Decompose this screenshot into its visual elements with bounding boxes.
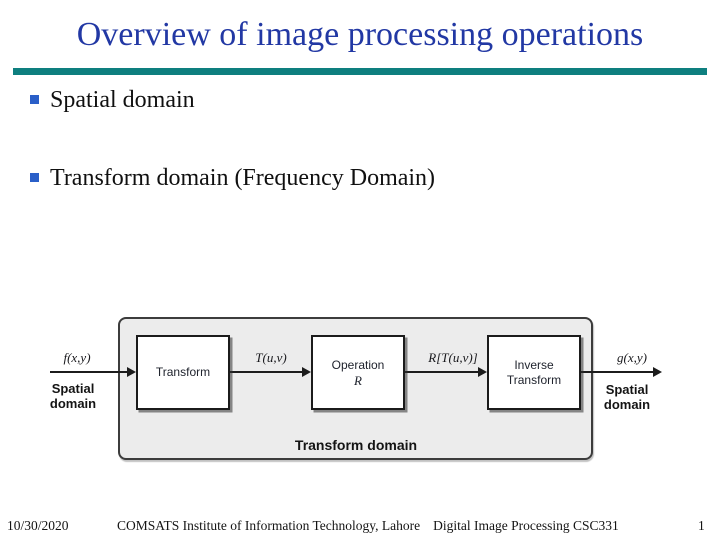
box-label-symbol: R	[354, 372, 362, 388]
math-label-input: f(x,y)	[63, 350, 91, 365]
footer-center: COMSATS Institute of Information Technol…	[117, 518, 619, 534]
diagram-box-operation-r: Operation R	[311, 335, 405, 410]
arrowhead-icon	[478, 367, 487, 377]
math-label-after-operation: R[T(u,v)]	[428, 350, 478, 365]
bullet-item-spatial-domain: Spatial domain	[30, 86, 195, 115]
arrow-line-output	[580, 371, 653, 373]
slide-title: Overview of image processing operations	[76, 16, 644, 53]
spatial-domain-label-right: Spatial domain	[603, 382, 651, 412]
title-divider	[13, 68, 707, 75]
bullet-square-icon	[30, 173, 39, 182]
arrow-line-input	[50, 371, 127, 373]
math-label-after-transform: T(u,v)	[255, 350, 287, 365]
spatial-domain-label-left: Spatial domain	[49, 381, 97, 411]
box-label: Operation	[331, 357, 385, 372]
arrowhead-icon	[302, 367, 311, 377]
footer-page-number: 1	[698, 518, 705, 533]
arrow-line-transform-to-operation	[230, 371, 302, 373]
bullet-text: Transform domain (Frequency Domain)	[50, 165, 436, 191]
math-label-output: g(x,y)	[617, 350, 647, 365]
diagram-box-transform: Transform	[136, 335, 230, 410]
footer-course: Digital Image Processing CSC331	[433, 518, 619, 533]
box-label: Inverse	[514, 357, 554, 372]
box-label: Transform	[155, 365, 211, 379]
bullet-square-icon	[30, 95, 39, 104]
arrowhead-icon	[127, 367, 136, 377]
bullet-item-transform-domain: Transform domain (Frequency Domain)	[30, 164, 435, 193]
diagram-box-inverse-transform: Inverse Transform	[487, 335, 581, 410]
footer-institution: COMSATS Institute of Information Technol…	[117, 518, 421, 533]
transform-domain-label: Transform domain	[294, 437, 418, 453]
arrow-line-operation-to-inverse	[405, 371, 478, 373]
bullet-text: Spatial domain	[50, 87, 195, 113]
arrowhead-icon	[653, 367, 662, 377]
footer-date: 10/30/2020	[7, 518, 69, 533]
box-label: Transform	[506, 372, 562, 387]
